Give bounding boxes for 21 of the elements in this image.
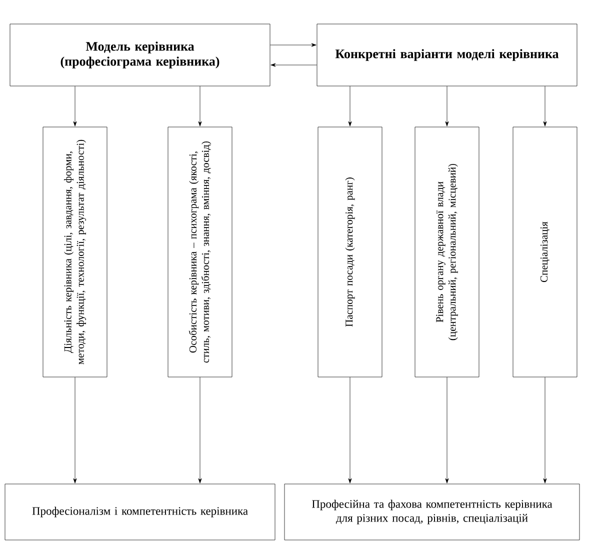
arrow: [270, 63, 317, 67]
factor-box: Діяльність керівника (цілі, завдання, форми, методи, функції, технології, результат діяльності): [42, 126, 108, 378]
arrow: [73, 86, 77, 126]
arrow: [445, 377, 449, 484]
factor-box: Паспорт посади (категорія, ранг): [318, 126, 382, 378]
arrow: [543, 86, 547, 126]
arrow: [445, 86, 449, 126]
arrow: [348, 86, 352, 126]
factor-box: Особистість керівника – психограма (якості, стиль, мотиви, здібності, знання, вміння, досвід): [168, 126, 232, 378]
arrow: [198, 377, 202, 484]
arrow: [198, 86, 202, 126]
model-box: Конкретні варіанти моделі керівника: [316, 24, 578, 86]
result-box: Професійна та фахова компетентність керівника для різних посад, рівнів, спеціалізацій: [284, 484, 580, 540]
arrow: [73, 377, 77, 484]
result-box: Професіоналізм і компетентність керівника: [4, 484, 276, 540]
factor-box: Рівень органу державної влади (центральний, регіональний, місцевий): [414, 126, 480, 378]
model-box: Модель керівника (професіограма керівника): [10, 24, 270, 86]
arrow: [348, 377, 352, 484]
factor-box: Спеціалізація: [512, 126, 578, 378]
arrow: [543, 377, 547, 484]
arrow: [270, 43, 316, 47]
